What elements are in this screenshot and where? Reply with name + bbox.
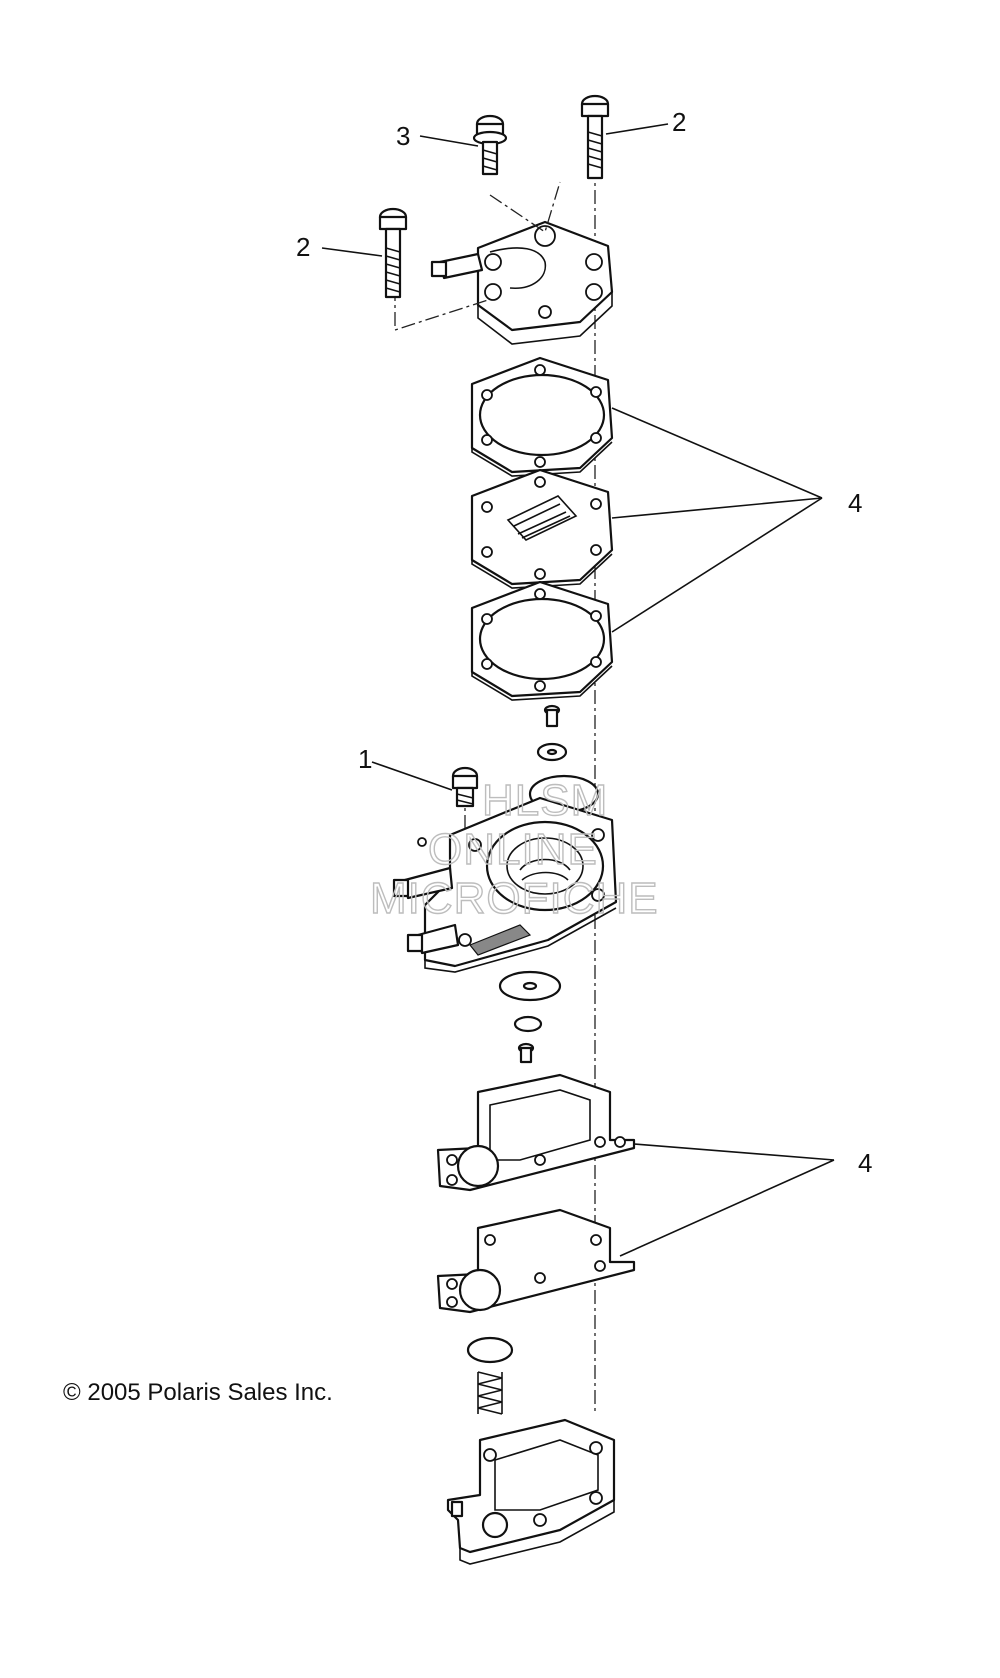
leader-4-lower-a <box>633 1143 835 1161</box>
pump-body <box>392 796 618 973</box>
spring <box>477 1371 503 1415</box>
screw-3 <box>472 114 508 176</box>
valve-disc-bottom <box>466 1336 514 1364</box>
diaphragm-upper <box>470 468 614 589</box>
guide-line-3 <box>489 181 561 234</box>
leader-4-lower-b <box>619 1159 835 1257</box>
watermark-line1: HLSM <box>482 776 608 825</box>
leader-2-right <box>605 123 669 135</box>
callout-4-upper-label: 4 <box>848 488 862 518</box>
callout-3-label: 3 <box>396 121 410 151</box>
gasket-lower-1 <box>436 1073 636 1192</box>
leader-2-left <box>321 247 383 257</box>
callout-2-right-label: 2 <box>672 107 686 137</box>
leader-4-upper-b <box>611 497 823 519</box>
check-valve-disc-lower-hole <box>522 981 538 991</box>
gasket-upper-1 <box>470 356 614 477</box>
guide-line-2-left <box>394 262 489 331</box>
copyright-text: © 2005 Polaris Sales Inc. <box>63 1379 333 1406</box>
leader-4-upper-a <box>611 407 823 499</box>
callout-4-lower-label: 4 <box>858 1148 872 1178</box>
screw-2-right <box>580 94 610 180</box>
screw-1 <box>451 766 479 808</box>
leader-3 <box>419 135 479 147</box>
screw-2-left <box>378 207 408 299</box>
gasket-upper-2 <box>470 580 614 701</box>
gasket-lower-2 <box>436 1208 636 1314</box>
pump-cover-top <box>430 220 614 345</box>
washer-upper-hole <box>546 748 558 756</box>
small-screw-upper <box>543 704 561 728</box>
small-screw-lower <box>517 1042 535 1064</box>
callout-2-left-label: 2 <box>296 232 310 262</box>
watermark-line2: ONLINE <box>428 825 598 874</box>
washer-lower <box>513 1015 543 1033</box>
leader-1 <box>371 761 453 791</box>
pump-base <box>446 1418 616 1565</box>
callout-1-label: 1 <box>358 744 372 774</box>
leader-4-upper-c <box>611 497 823 633</box>
watermark-line3: MICROFICHE <box>370 874 659 923</box>
